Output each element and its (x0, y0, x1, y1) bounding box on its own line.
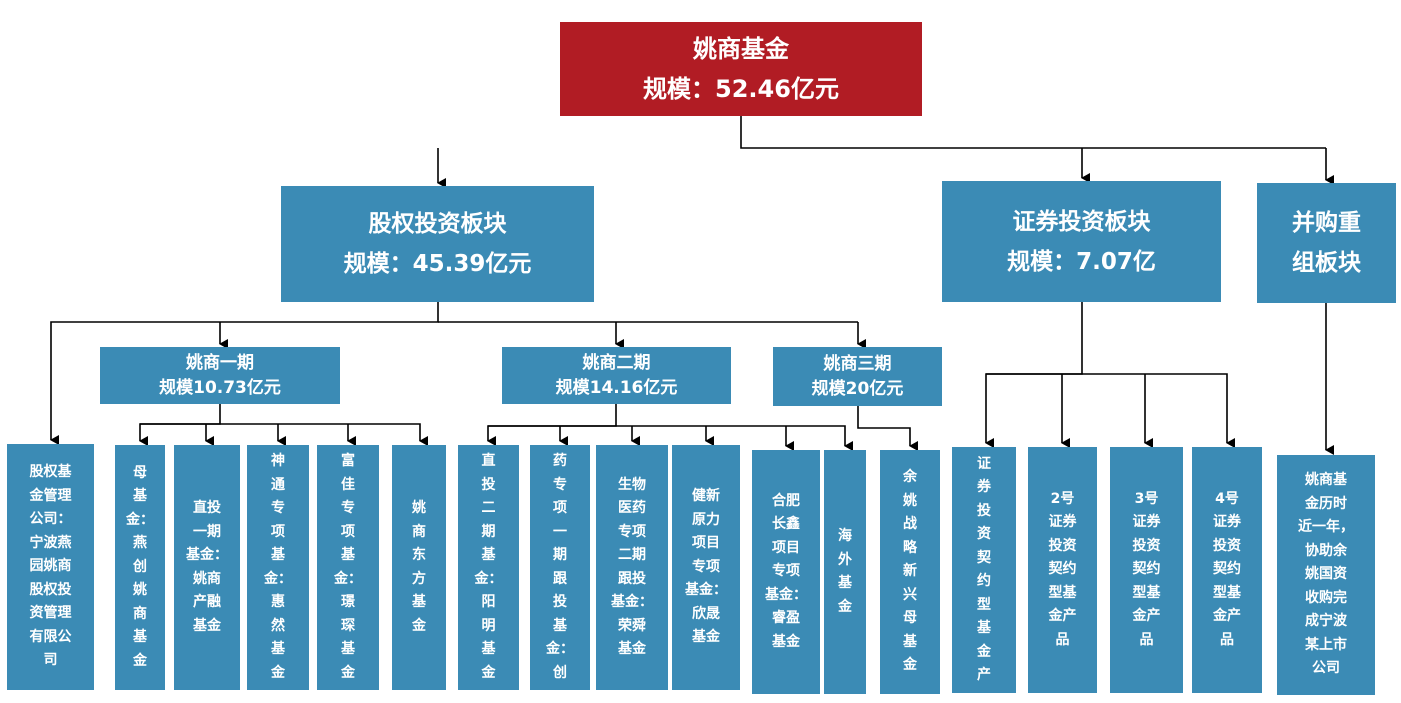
p1-mother-fund-node: 母 基 金： 燕 创 姚 商 基 金 (115, 445, 165, 690)
p1-fujia-fund-node: 富 佳 专 项 基 金： 璟 琛 基 金 (317, 445, 379, 690)
p1-shentong-fund-node: 神 通 专 项 基 金： 惠 然 基 金 (247, 445, 309, 690)
p3-yuyao-fund-text: 余 姚 战 略 新 兴 母 基 金 (903, 469, 917, 674)
phase3-name: 姚商三期 (823, 353, 892, 374)
p2-overseas-fund-node: 海 外 基 金 (824, 450, 866, 694)
mna-segment-name: 并购重 组板块 (1292, 210, 1361, 276)
equity-segment-scale: 规模：45.39亿元 (343, 251, 532, 277)
securities-product-3-text: 3号 证券 投资 契约 型基 金产 品 (1132, 490, 1161, 648)
root-node: 姚商基金 规模：52.46亿元 (560, 22, 922, 116)
p1-shentong-fund-text: 神 通 专 项 基 金： 惠 然 基 金 (264, 453, 292, 681)
p1-fujia-fund-text: 富 佳 专 项 基 金： 璟 琛 基 金 (334, 453, 362, 681)
equity-segment: 股权投资板块 规模：45.39亿元 (281, 186, 594, 302)
p1-dongfang-fund-text: 姚 商 东 方 基 金 (412, 500, 426, 634)
phase3-node: 姚商三期 规模20亿元 (773, 347, 942, 406)
securities-product-4-text: 4号 证券 投资 契约 型基 金产 品 (1213, 490, 1241, 648)
phase1-name: 姚商一期 (186, 352, 254, 373)
p2-pharma-fund-text: 药 专 项 一 期 跟 投 基 金： 创 (546, 453, 574, 681)
mna-description-text: 姚商基 金历时 近一年， 协助余 姚国资 收购完 成宁波 某上市 公司 (1298, 472, 1354, 677)
equity-segment-name: 股权投资板块 (368, 211, 507, 237)
securities-product-4-node: 4号 证券 投资 契约 型基 金产 品 (1192, 447, 1262, 693)
p2-hefei-fund-node: 合肥 长鑫 项目 专项 基金： 睿盈 基金 (752, 450, 820, 694)
p1-direct-fund-node: 直投 一期 基金： 姚商 产融 基金 (174, 445, 240, 690)
p2-jianxin-fund-node: 健新 原力 项目 专项 基金： 欣晟 基金 (672, 445, 740, 690)
securities-segment: 证券投资板块 规模：7.07亿 (942, 181, 1221, 302)
securities-segment-name: 证券投资板块 (1012, 208, 1151, 235)
mna-segment: 并购重 组板块 (1257, 183, 1396, 303)
phase2-name: 姚商二期 (582, 352, 651, 373)
securities-segment-scale: 规模：7.07亿 (1007, 248, 1156, 275)
phase2-node: 姚商二期 规模14.16亿元 (502, 347, 731, 404)
p1-mother-fund-text: 母 基 金： 燕 创 姚 商 基 金 (126, 464, 154, 669)
p2-bio-fund-text: 生物 医药 专项 二期 跟投 基金： 荣舜 基金 (611, 476, 653, 658)
phase1-node: 姚商一期 规模10.73亿元 (100, 347, 340, 404)
gp-company-node: 股权基 金管理 公司： 宁波燕 园姚商 股权投 资管理 有限公 司 (7, 444, 94, 690)
p2-jianxin-fund-text: 健新 原力 项目 专项 基金： 欣晟 基金 (685, 488, 727, 646)
root-name: 姚商基金 (693, 35, 789, 63)
phase3-scale: 规模20亿元 (811, 378, 904, 399)
securities-product-1-text: 证 券 投 资 契 约 型 基 金 产 (977, 455, 991, 684)
p3-yuyao-fund-node: 余 姚 战 略 新 兴 母 基 金 (880, 450, 940, 694)
p2-hefei-fund-text: 合肥 长鑫 项目 专项 基金： 睿盈 基金 (765, 492, 807, 650)
securities-product-2-node: 2号 证券 投资 契约 型基 金产 品 (1028, 447, 1097, 693)
securities-product-1-node: 证 券 投 资 契 约 型 基 金 产 (952, 447, 1016, 693)
gp-company-text: 股权基 金管理 公司： 宁波燕 园姚商 股权投 资管理 有限公 司 (29, 464, 72, 669)
p2-pharma-fund-node: 药 专 项 一 期 跟 投 基 金： 创 (530, 445, 590, 690)
phase1-scale: 规模10.73亿元 (159, 377, 281, 398)
p2-direct-fund-text: 直 投 二 期 基 金： 阳 明 基 金 (474, 453, 503, 681)
p1-dongfang-fund-node: 姚 商 东 方 基 金 (392, 445, 446, 690)
p2-bio-fund-node: 生物 医药 专项 二期 跟投 基金： 荣舜 基金 (596, 445, 668, 690)
p1-direct-fund-text: 直投 一期 基金： 姚商 产融 基金 (186, 500, 228, 634)
securities-product-3-node: 3号 证券 投资 契约 型基 金产 品 (1110, 447, 1183, 693)
p2-direct-fund-node: 直 投 二 期 基 金： 阳 明 基 金 (458, 445, 519, 690)
phase2-scale: 规模14.16亿元 (555, 377, 678, 398)
securities-product-2-text: 2号 证券 投资 契约 型基 金产 品 (1048, 490, 1077, 648)
mna-description-node: 姚商基 金历时 近一年， 协助余 姚国资 收购完 成宁波 某上市 公司 (1277, 455, 1375, 695)
root-scale: 规模：52.46亿元 (643, 75, 839, 103)
p2-overseas-fund-text: 海 外 基 金 (838, 528, 852, 615)
